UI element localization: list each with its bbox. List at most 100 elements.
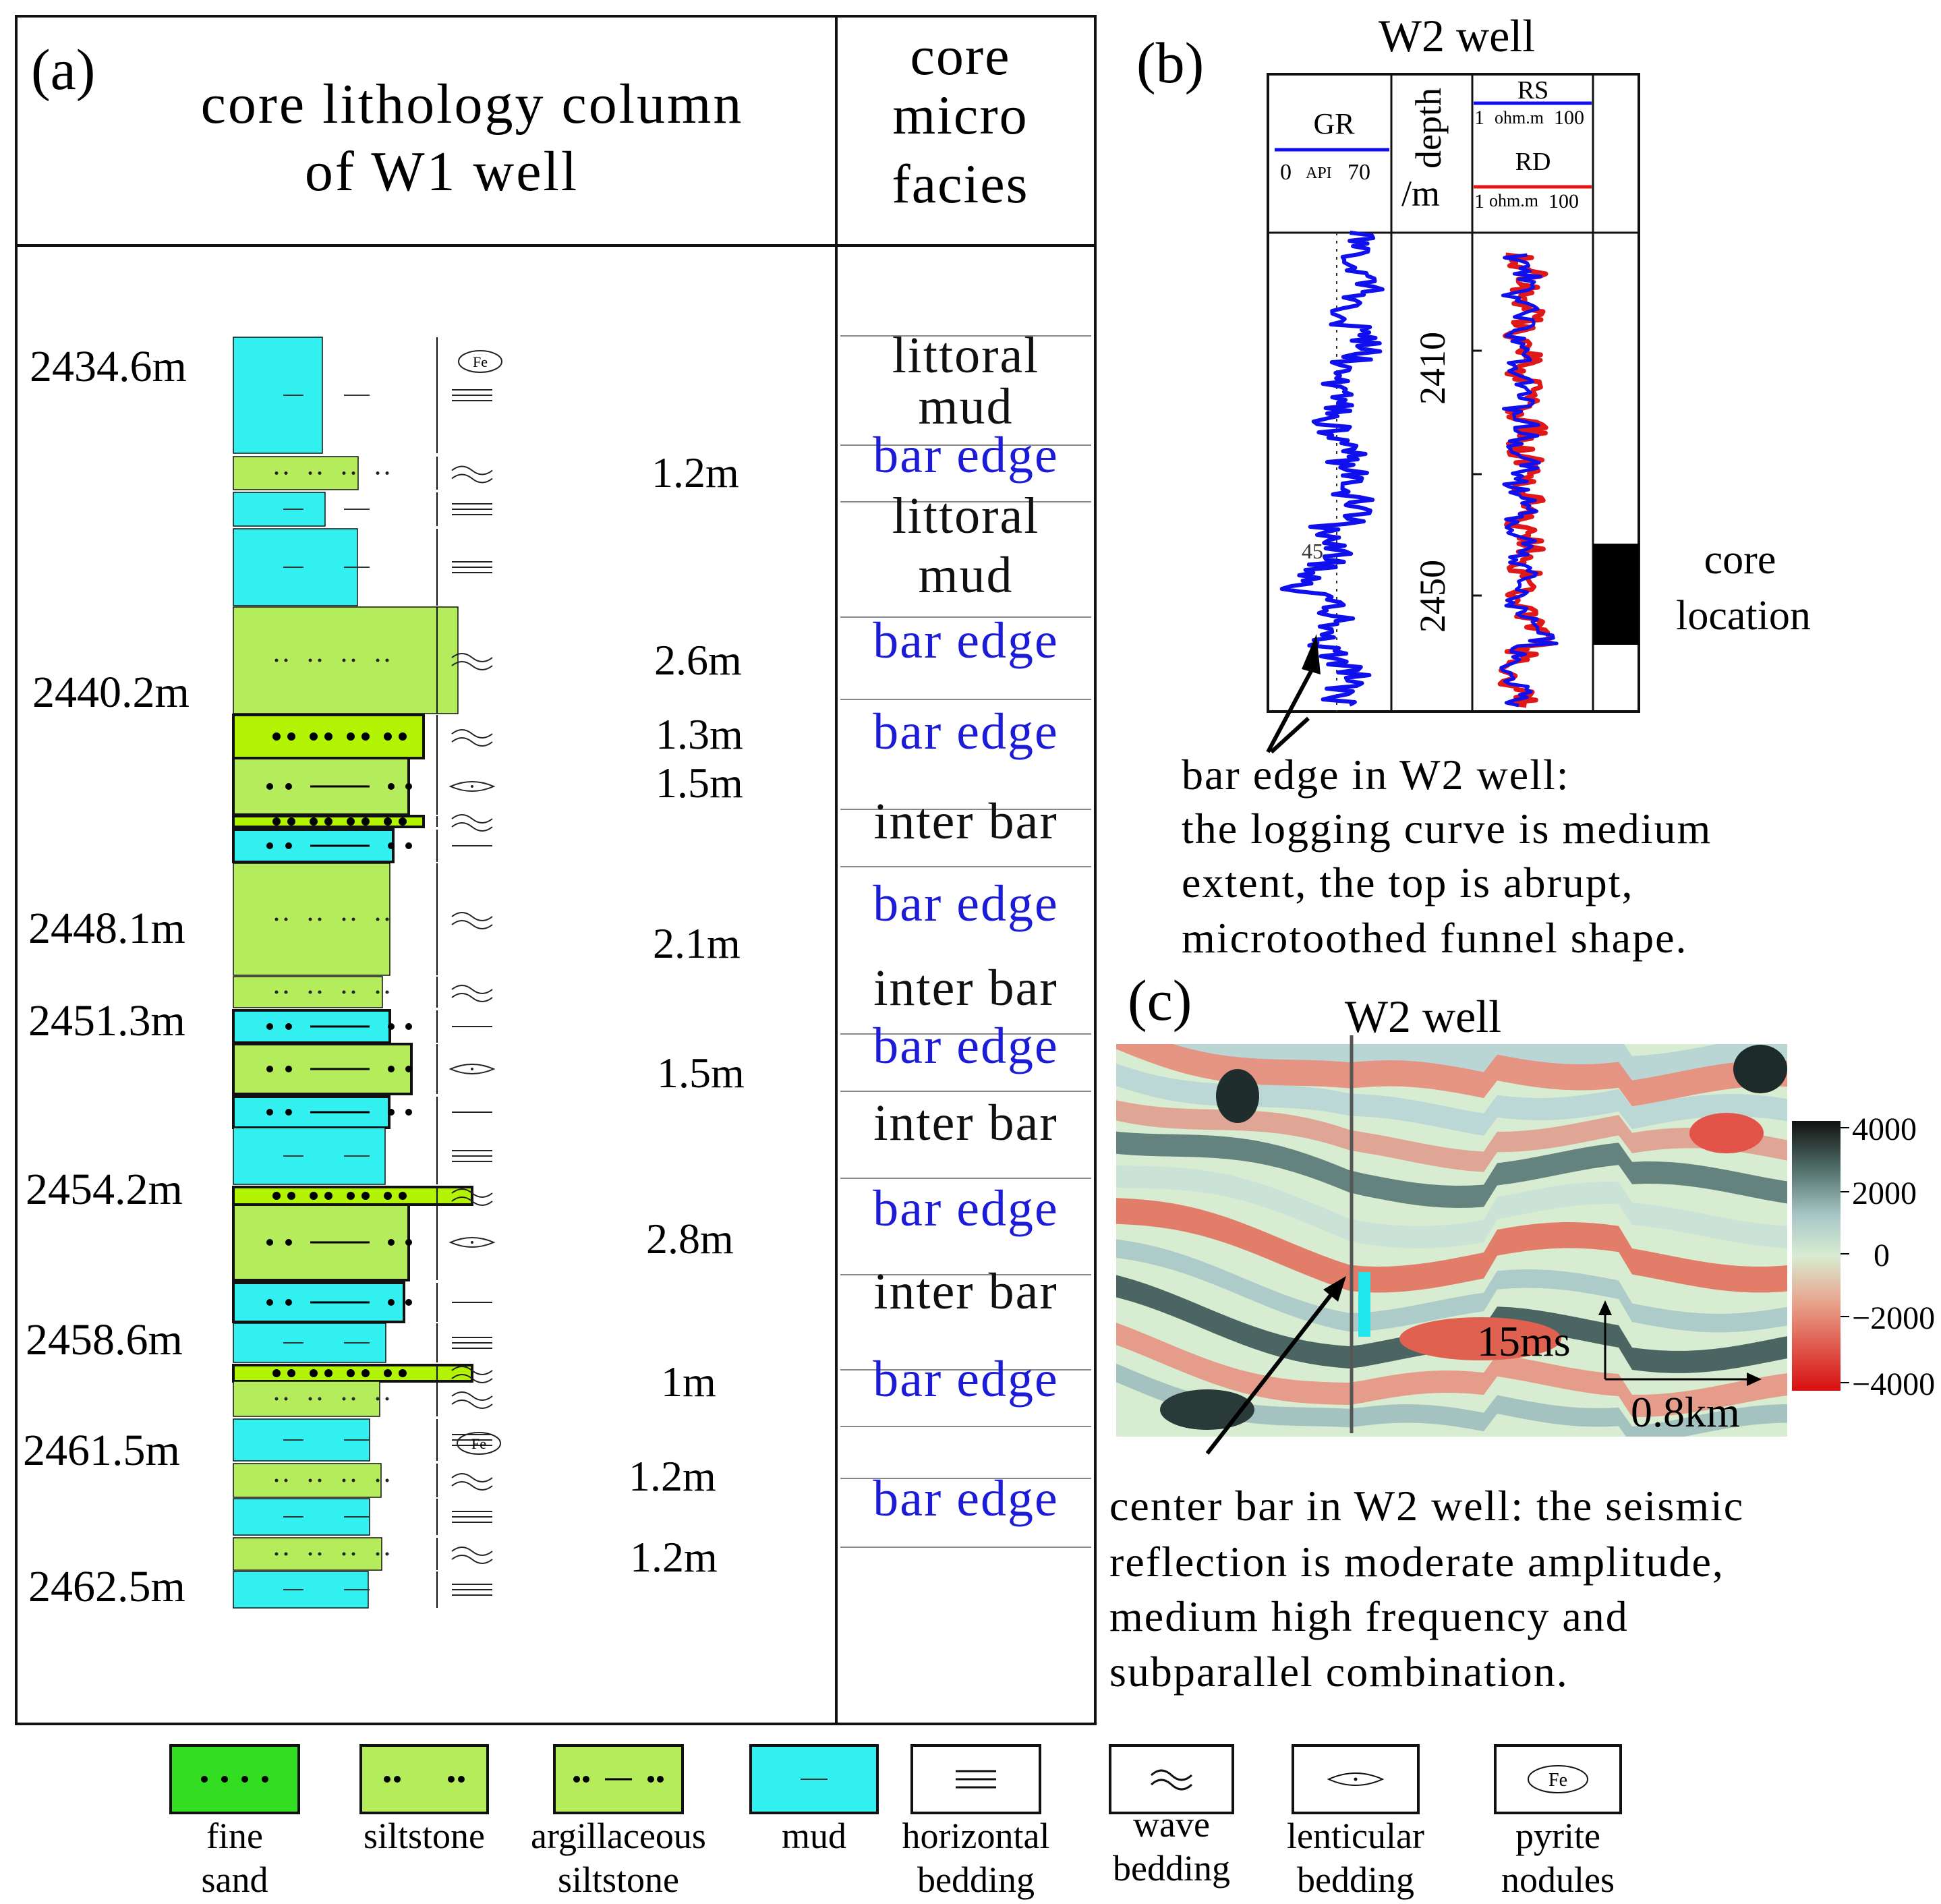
argillaceous-dot (266, 1023, 273, 1030)
annotation-arrow-head (1323, 1276, 1346, 1302)
wave-bedding-icon (451, 1473, 493, 1491)
depth-unit: /m (1401, 173, 1440, 214)
legend-dot (201, 1776, 208, 1783)
log-frame (1267, 73, 1640, 713)
argillaceous-dot (388, 1066, 395, 1072)
sand-dot (384, 1192, 392, 1200)
facies-label: inter bar (873, 1095, 1058, 1151)
lithology-bed (233, 1463, 382, 1498)
facies-label: inter bar (873, 960, 1058, 1016)
facies-label: bar edge (873, 1180, 1059, 1237)
argillaceous-dot (388, 783, 395, 790)
argillaceous-dot (266, 1299, 273, 1306)
legend-swatch (1494, 1744, 1622, 1814)
legend-dot (394, 1776, 401, 1783)
lenticular-dot (471, 1068, 473, 1070)
sand-dot (287, 817, 295, 826)
rd-min: 1 (1474, 190, 1484, 212)
legend-swatch (1109, 1744, 1234, 1814)
argillaceous-dot (285, 1109, 292, 1116)
panel-c: (c) W2 well 15ms 0.8km 400020000−2000−40… (1109, 968, 1935, 1696)
sand-dot (384, 1369, 392, 1377)
silt-dot (342, 658, 346, 662)
panel-b-title: W2 well (1379, 10, 1535, 61)
seismic-reflector (1116, 1239, 1787, 1333)
core-location-label: location (1676, 593, 1811, 639)
argillaceous-dot (405, 842, 412, 849)
depth-labels: 2434.6m2440.2m2448.1m2451.3m2454.2m2458.… (23, 342, 190, 1611)
thickness-label: 1.2m (651, 449, 739, 496)
scale-arrow-right (1747, 1373, 1762, 1386)
panel-c-annotation-line: center bar in W2 well: the seismic (1109, 1482, 1744, 1530)
wave-bedding-icon (451, 653, 493, 670)
core-location-label: core (1704, 537, 1776, 583)
sand-dot (384, 817, 392, 826)
silt-dot (351, 1397, 355, 1401)
sand-dot (361, 1369, 370, 1377)
sand-dot (272, 1369, 281, 1377)
argillaceous-dot (285, 1023, 292, 1030)
lithology-bed (233, 1381, 380, 1417)
silt-dot (284, 1478, 288, 1482)
argillaceous-dot (388, 1239, 395, 1246)
depth-label: 2458.6m (26, 1315, 183, 1364)
argillaceous-dot (285, 1239, 292, 1246)
silt-dot (308, 471, 312, 475)
thickness-label: 1.5m (657, 1049, 745, 1097)
thickness-label: 1.2m (629, 1452, 716, 1500)
depth-header: depth (1408, 88, 1449, 169)
silt-dot (308, 1552, 312, 1556)
rs-unit: ohm.m (1495, 108, 1544, 127)
silt-dot (284, 658, 288, 662)
sand-dot (361, 732, 370, 741)
legend-label: bedding (917, 1859, 1035, 1900)
wave-bedding-icon (451, 729, 493, 747)
silt-dot (351, 917, 355, 921)
argillaceous-dot (388, 1109, 395, 1116)
lenticular-bedding-icon (448, 1237, 496, 1248)
sand-dot (361, 1192, 370, 1200)
panel-b-annotation-line: the logging curve is medium (1182, 805, 1712, 853)
legend-dot (573, 1776, 580, 1783)
seismic-section (1116, 1044, 1787, 1437)
facies-header-line: micro (892, 84, 1028, 146)
sand-dot (384, 732, 392, 741)
silt-dot (274, 1552, 279, 1556)
rs-min: 1 (1474, 107, 1484, 129)
silt-dot (376, 1397, 380, 1401)
seismic-reflector (1116, 1323, 1787, 1417)
seismic-reflector (1116, 1198, 1787, 1293)
panel-c-annotation-line: reflection is moderate amplitude, (1109, 1538, 1725, 1586)
silt-dot (376, 917, 380, 921)
panel-a-title-line2: of W1 well (305, 140, 579, 203)
colorbar-tick-label: 2000 (1852, 1176, 1917, 1211)
legend-dot (458, 1776, 465, 1783)
silt-dot (318, 471, 322, 475)
depth-label: 2440.2m (32, 668, 190, 717)
silt-dot (284, 917, 288, 921)
facies-label: bar edge (873, 427, 1059, 484)
silt-dot (351, 471, 355, 475)
depth-label: 2451.3m (28, 996, 185, 1045)
silt-dot (318, 1397, 322, 1401)
wave-bedding-icon (451, 1391, 493, 1409)
core-location-bar (1593, 544, 1639, 645)
silt-dot (376, 658, 380, 662)
silt-dot (385, 917, 389, 921)
silt-dot (284, 990, 288, 994)
colorbar-tick-label: −2000 (1852, 1300, 1935, 1336)
lenticular-dot (471, 785, 473, 788)
wave-bedding-icon (451, 1547, 493, 1564)
silt-dot (318, 990, 322, 994)
seismic-red-blob (1689, 1113, 1764, 1153)
facies-label: bar edge (873, 1018, 1059, 1074)
silt-dot (351, 990, 355, 994)
pyrite-label: Fe (471, 1435, 486, 1452)
silt-dot (308, 917, 312, 921)
lenticular-bedding-icon (1327, 1772, 1385, 1786)
facies-label: bar edge (873, 875, 1059, 932)
legend-label: sand (202, 1859, 268, 1900)
sand-dot (399, 817, 407, 826)
argillaceous-dot (285, 842, 292, 849)
argillaceous-dot (266, 1239, 273, 1246)
